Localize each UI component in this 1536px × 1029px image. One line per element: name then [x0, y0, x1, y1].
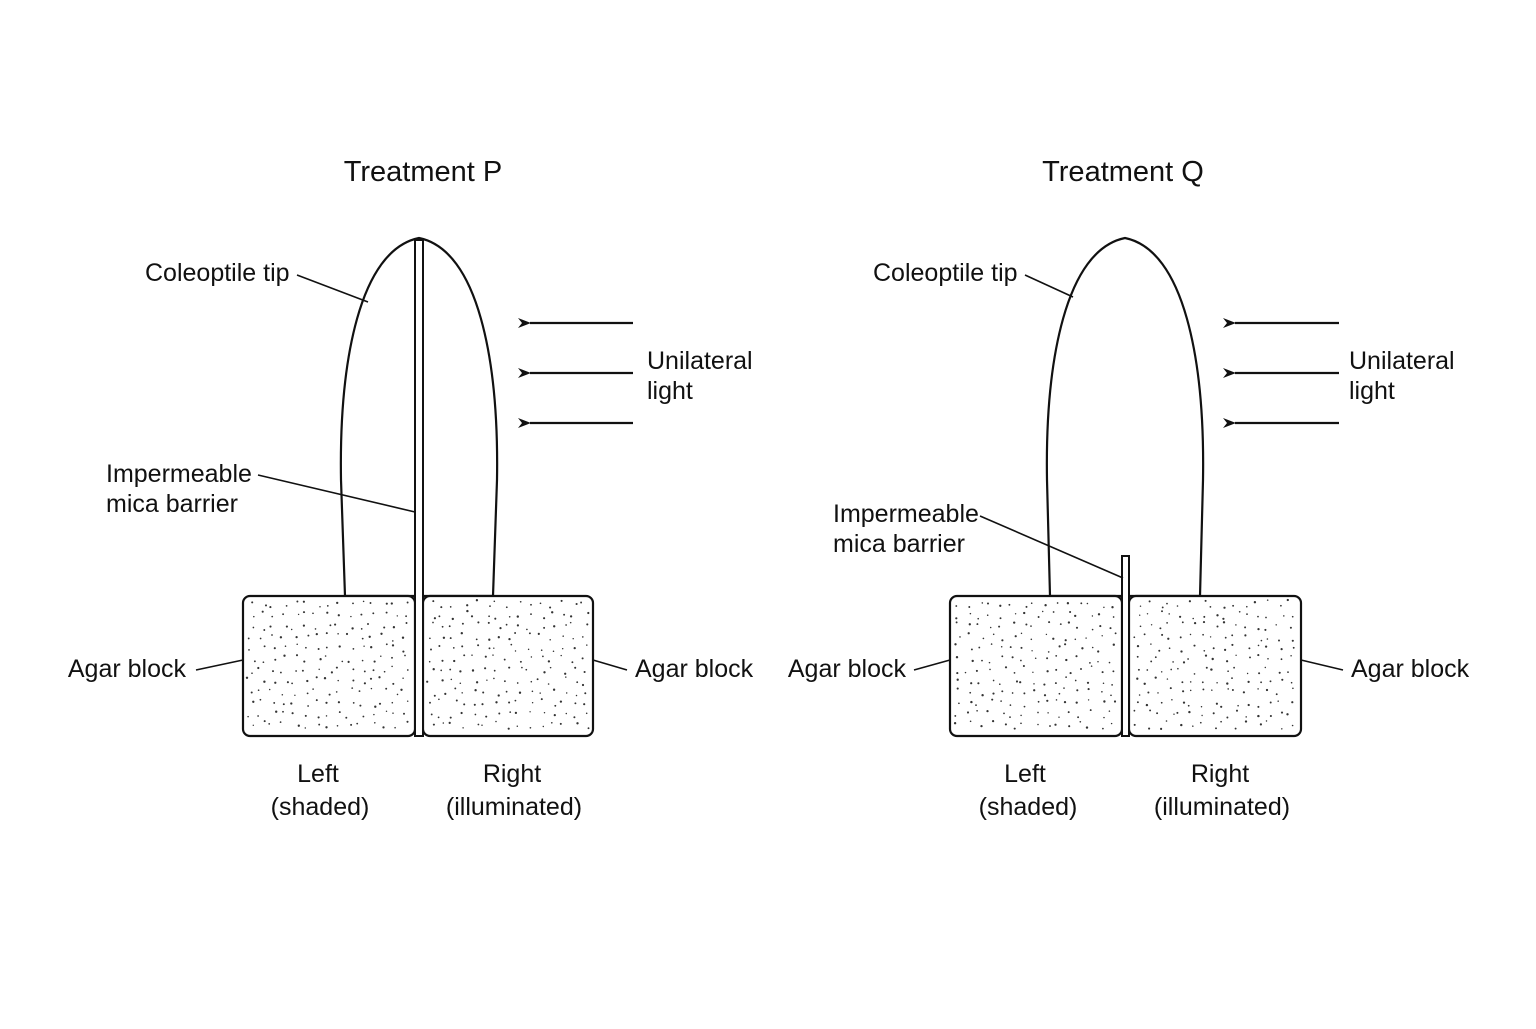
light-label-line2: light [1349, 377, 1395, 405]
panel-title: Treatment P [344, 156, 502, 188]
leader-line [257, 474, 416, 513]
barrier-label-line2: mica barrier [833, 530, 965, 558]
agar-left-label: Agar block [68, 655, 187, 683]
light-label-line1: Unilateral [647, 347, 753, 375]
barrier-label-line1: Impermeable [833, 500, 979, 528]
left-side-label-line2: (shaded) [271, 793, 370, 821]
light-label-line1: Unilateral [1349, 347, 1455, 375]
arrow-left-icon [1223, 318, 1339, 428]
leader-line [195, 659, 244, 671]
leader-line [1024, 274, 1074, 298]
panel-title: Treatment Q [1042, 156, 1204, 188]
agar-right-label: Agar block [635, 655, 754, 683]
leader-line [979, 515, 1124, 579]
left-side-label-line1: Left [297, 760, 339, 788]
coleoptile-tip-label: Coleoptile tip [145, 259, 290, 287]
arrow-left-icon [518, 318, 633, 428]
right-side-label-line2: (illuminated) [446, 793, 582, 821]
left-side-label-line2: (shaded) [979, 793, 1078, 821]
leader-line [296, 274, 369, 303]
stipple-dots [1133, 598, 1295, 730]
left-side-label-line1: Left [1004, 760, 1046, 788]
agar-block-left [241, 594, 417, 738]
leader-line [913, 659, 951, 671]
barrier-label-line1: Impermeable [106, 460, 252, 488]
right-side-label-line1: Right [1191, 760, 1249, 788]
stipple-dots [953, 602, 1117, 730]
leader-line [1300, 659, 1344, 671]
agar-block-left [948, 594, 1124, 738]
right-side-label-line2: (illuminated) [1154, 793, 1290, 821]
barrier-label-line2: mica barrier [106, 490, 238, 518]
right-side-label-line1: Right [483, 760, 541, 788]
mica-barrier [414, 239, 424, 737]
coleoptile-tip-shape [1045, 236, 1205, 598]
panel-treatment-q: Treatment Q Coleoptile tip Impermeable m… [788, 156, 1470, 821]
mica-barrier [1121, 555, 1130, 737]
agar-block-right [421, 594, 595, 738]
coleoptile-tip-label: Coleoptile tip [873, 259, 1018, 287]
leader-line [592, 659, 628, 671]
stipple-dots [245, 600, 409, 729]
light-label-line2: light [647, 377, 693, 405]
agar-right-label: Agar block [1351, 655, 1470, 683]
panel-treatment-p: Treatment P Coleoptile tip Impermeable m… [68, 156, 754, 821]
agar-block-right [1127, 594, 1303, 738]
agar-left-label: Agar block [788, 655, 907, 683]
stipple-dots [426, 599, 590, 730]
